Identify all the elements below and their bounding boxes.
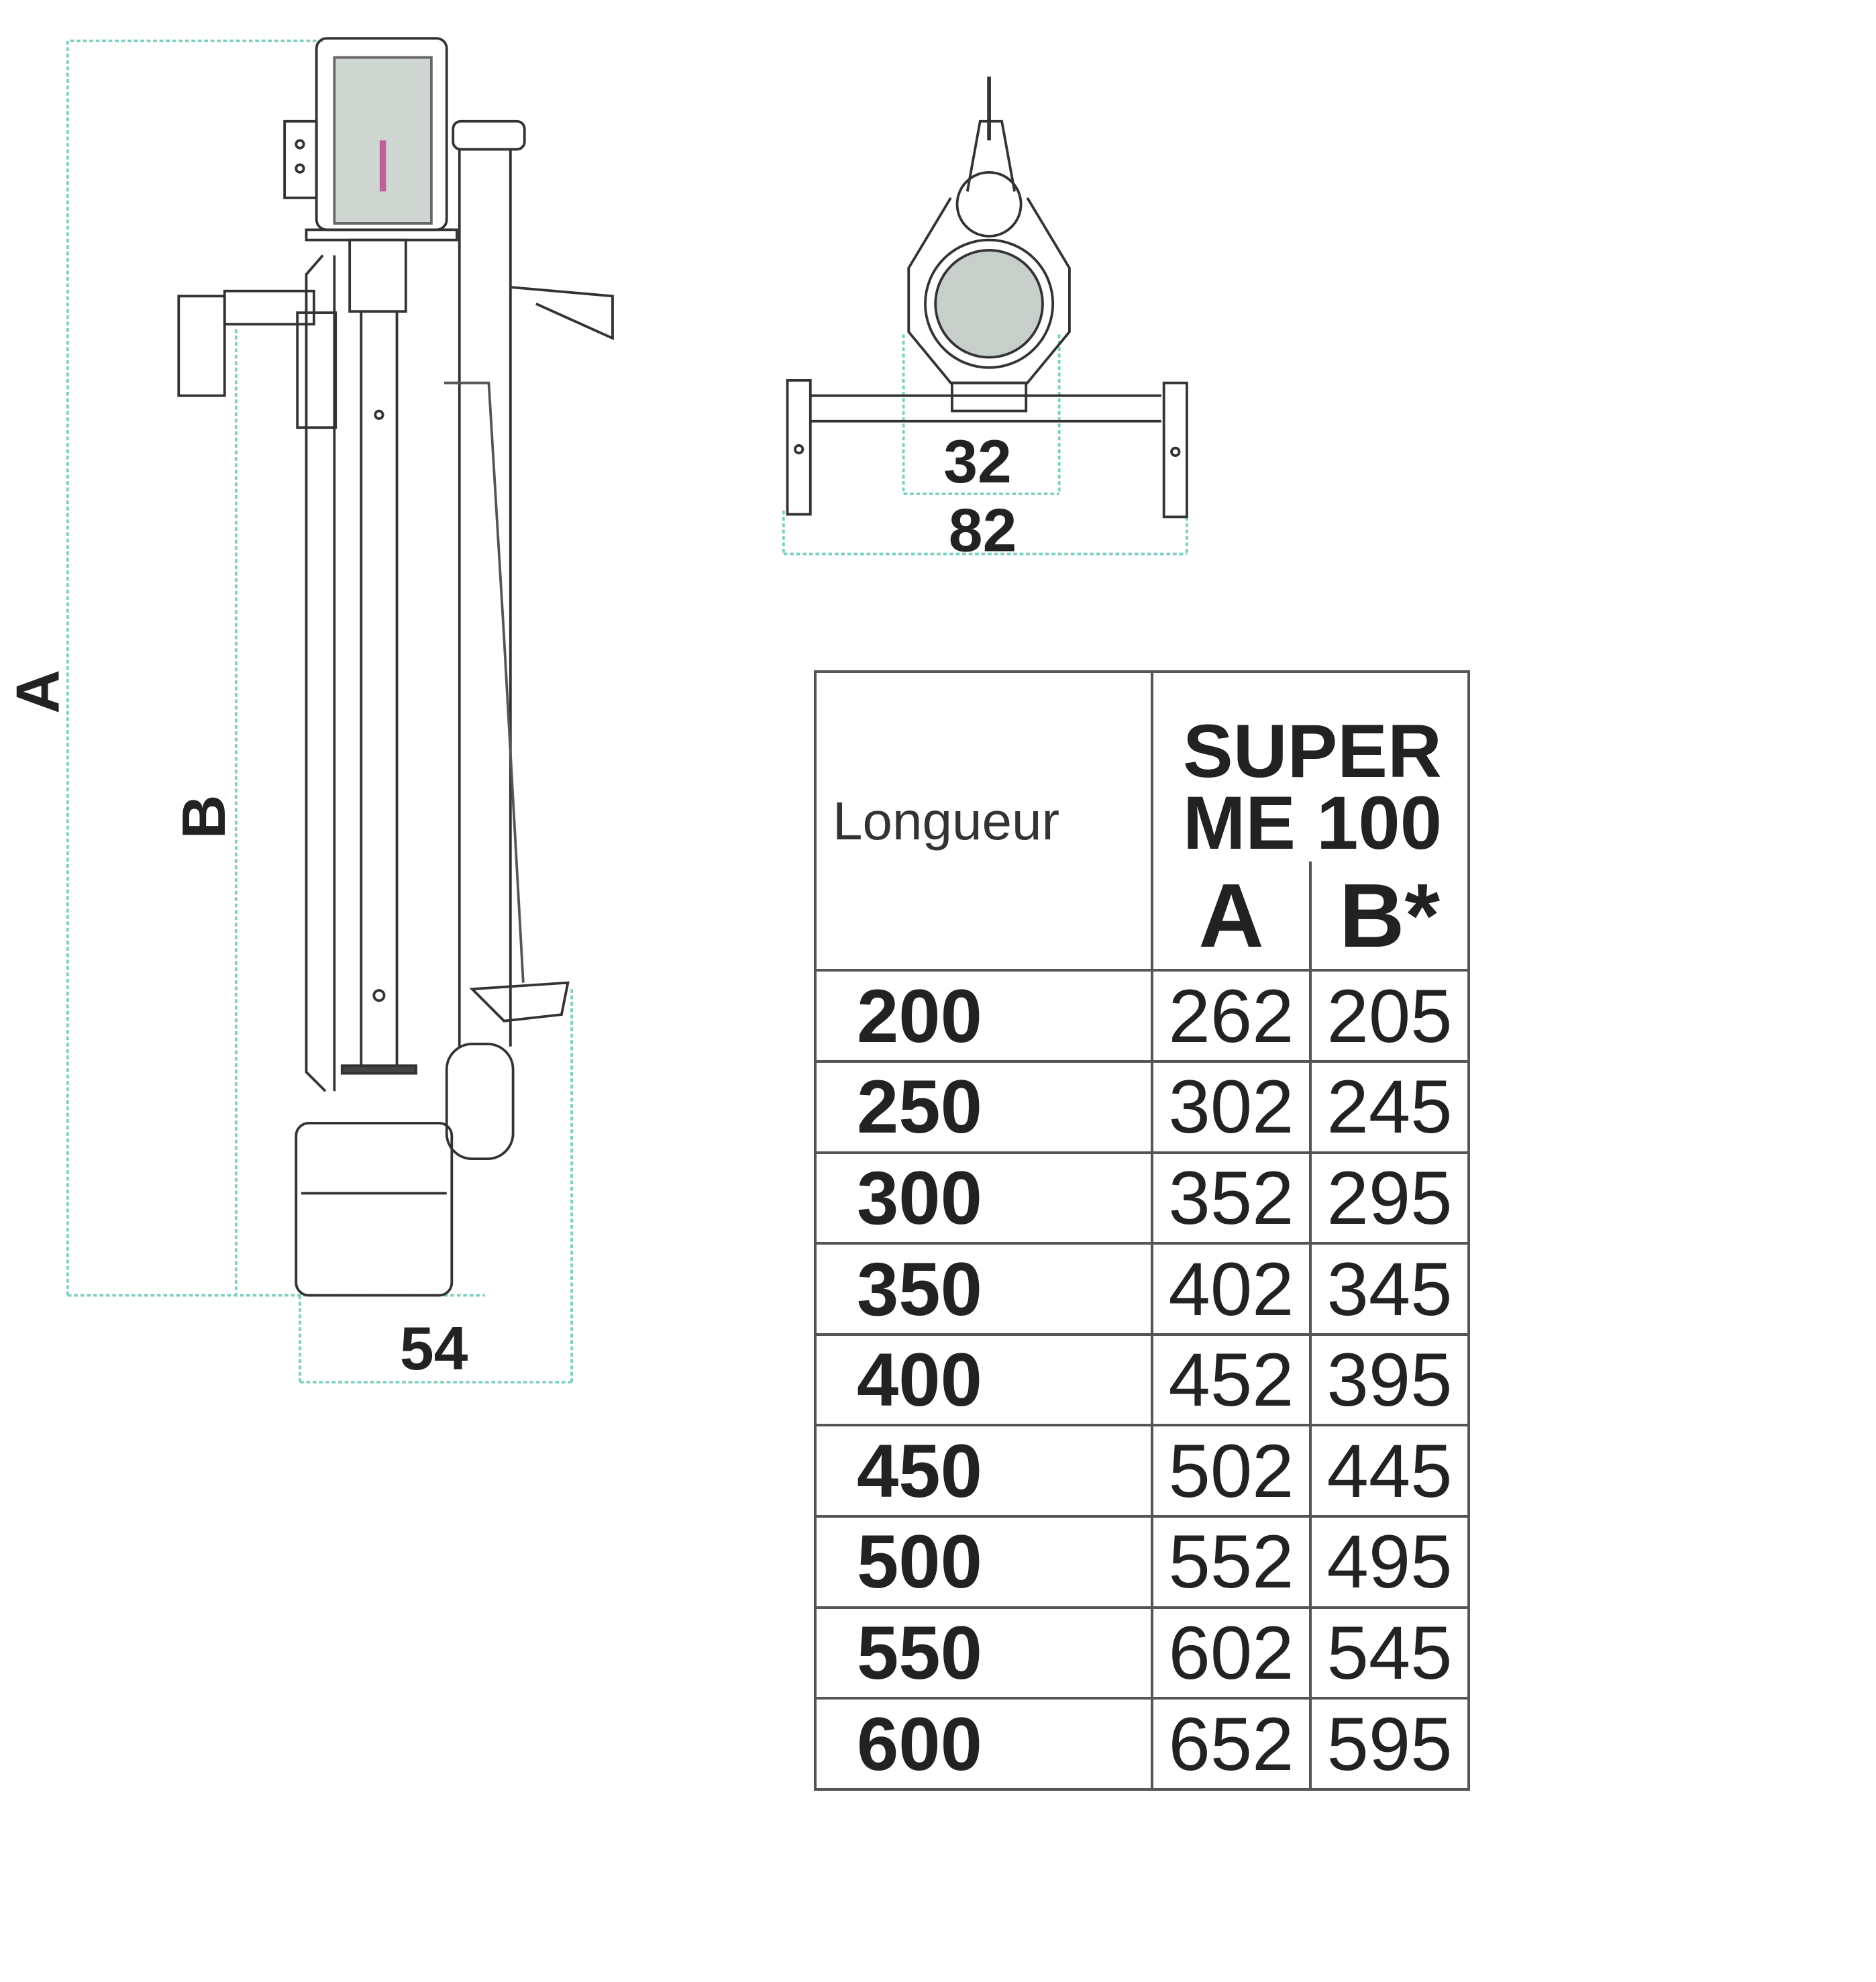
b-cell: 245: [1308, 1060, 1471, 1154]
pump-side-view: [177, 37, 614, 1297]
length-cell: 250: [814, 1060, 1153, 1154]
b-cell: 545: [1308, 1606, 1471, 1700]
dimension-a-label: A: [3, 670, 72, 714]
col-b-header: B*: [1308, 862, 1471, 972]
dimension-b-label: B: [170, 794, 238, 839]
length-header: Longueur: [814, 670, 1153, 972]
column-header-row: A B*: [815, 862, 1471, 972]
width-54-label: 54: [400, 1314, 468, 1383]
b-cell: 595: [1308, 1697, 1471, 1791]
col-a-header: A: [1151, 862, 1312, 972]
handle-left: [177, 295, 226, 397]
b-cell: 395: [1308, 1333, 1471, 1427]
b-cell: 205: [1308, 969, 1471, 1063]
length-cell: 600: [814, 1697, 1153, 1791]
b-cell: 295: [1308, 1151, 1471, 1245]
b-cell: 445: [1308, 1424, 1471, 1518]
handle-right-top: [1162, 381, 1188, 519]
length-cell: 500: [814, 1515, 1153, 1609]
terminal-box: [283, 119, 318, 199]
width-32-label: 32: [943, 427, 1012, 496]
length-cell: 400: [814, 1333, 1153, 1427]
model-line1: SUPER: [1183, 709, 1442, 794]
a-cell: 452: [1151, 1333, 1312, 1427]
length-cell: 200: [814, 969, 1153, 1063]
a-cell: 502: [1151, 1424, 1312, 1518]
a-cell: 652: [1151, 1697, 1312, 1791]
handle-left-top: [786, 378, 812, 516]
a-cell: 352: [1151, 1151, 1312, 1245]
model-line2: ME 100: [1183, 780, 1442, 865]
length-cell: 350: [814, 1242, 1153, 1336]
a-cell: 602: [1151, 1606, 1312, 1700]
b-cell: 345: [1308, 1242, 1471, 1336]
length-cell: 450: [814, 1424, 1153, 1518]
b-cell: 495: [1308, 1515, 1471, 1609]
a-cell: 302: [1151, 1060, 1312, 1154]
model-header: SUPER ME 100: [1151, 670, 1470, 865]
a-cell: 402: [1151, 1242, 1312, 1336]
length-cell: 300: [814, 1151, 1153, 1245]
table-header-row: Longueur SUPER ME 100: [814, 670, 1470, 972]
width-82-label: 82: [949, 497, 1017, 565]
pump-top-view: [786, 76, 1188, 519]
pump-base: [295, 1121, 454, 1297]
a-cell: 552: [1151, 1515, 1312, 1609]
a-cell: 262: [1151, 969, 1312, 1063]
length-cell: 550: [814, 1606, 1153, 1700]
